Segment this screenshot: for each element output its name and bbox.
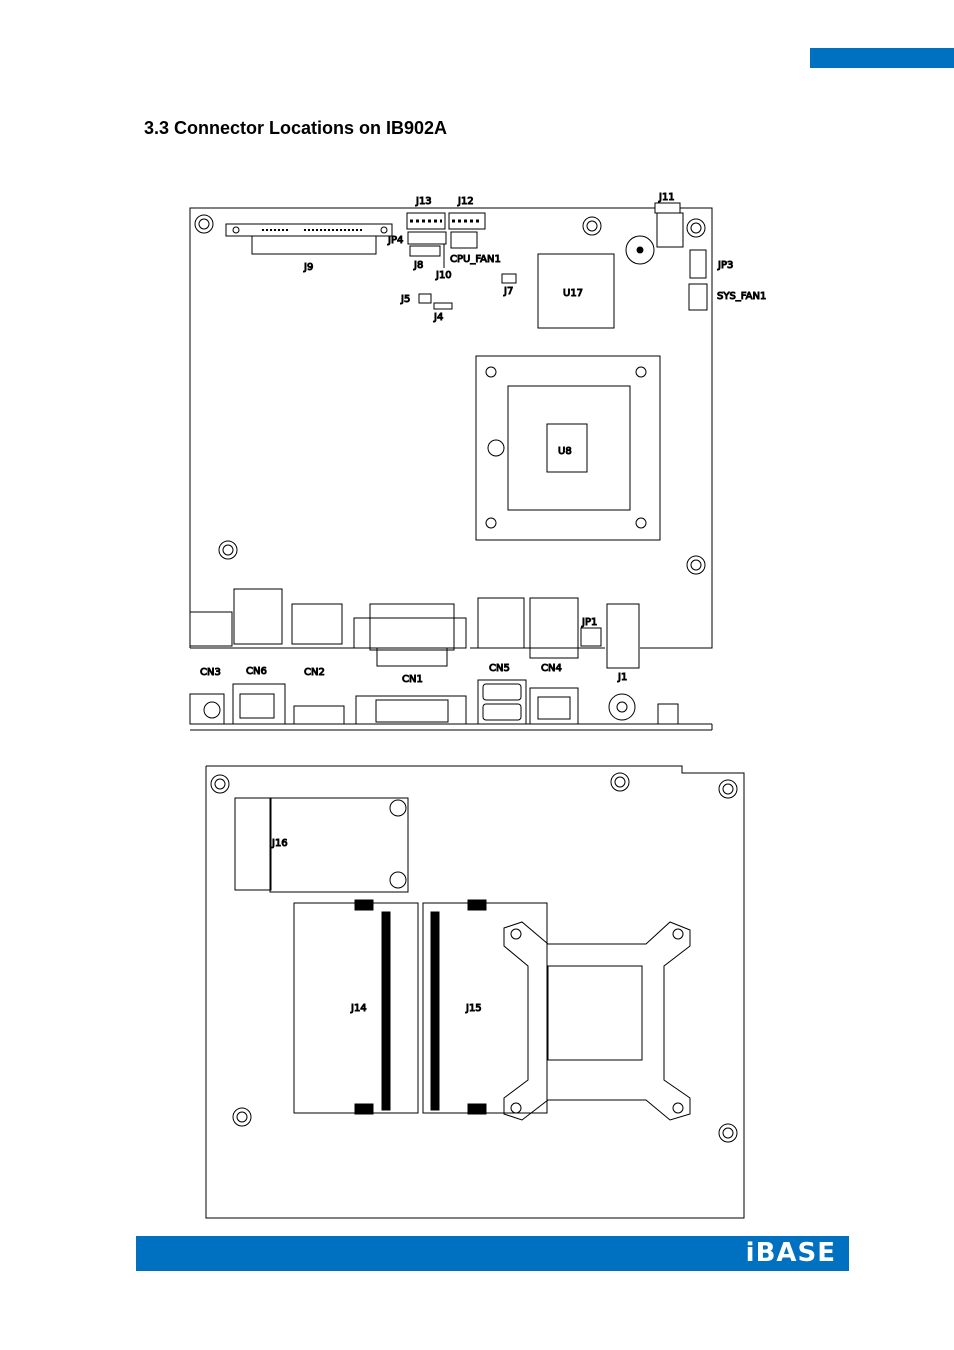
label-j10: J10 xyxy=(435,270,452,281)
io-j1-port xyxy=(608,693,636,721)
label-cn5: CN5 xyxy=(489,663,510,674)
battery-icon xyxy=(625,235,655,265)
io-edge-view xyxy=(189,679,713,731)
io-cn6-port xyxy=(232,683,286,725)
label-j15: J15 xyxy=(465,1003,482,1014)
j15-sodimm-slot xyxy=(422,899,548,1115)
j1-power-jack xyxy=(606,603,640,669)
io-cn2-port xyxy=(293,705,345,725)
section-heading: 3.3 Connector Locations on IB902A xyxy=(144,118,448,138)
mounting-hole xyxy=(210,774,230,794)
j8-connector xyxy=(409,245,441,257)
ibase-logo: iBASE xyxy=(745,1238,836,1268)
label-jp3: JP3 xyxy=(717,260,733,271)
label-j11: J11 xyxy=(658,192,675,203)
io-cn3-port xyxy=(189,693,225,725)
j11-connector xyxy=(654,202,684,248)
label-cn3: CN3 xyxy=(200,667,221,678)
board-top-view: J9 J13 J12 JP4 J8 J10 CPU_FAN1 J11 JP3 S… xyxy=(189,192,767,686)
label-jp4: JP4 xyxy=(387,235,403,246)
sys-fan1-connector xyxy=(688,283,708,311)
mounting-hole xyxy=(718,1123,738,1143)
io-cn5-port xyxy=(477,679,527,725)
board-bottom-view: J16 J14 J15 xyxy=(205,765,745,1219)
u17-chip xyxy=(537,253,615,329)
mounting-hole xyxy=(582,216,602,236)
mounting-hole xyxy=(686,555,706,575)
io-cn1-port xyxy=(355,695,467,725)
mounting-hole xyxy=(686,218,706,238)
jp4-jumper xyxy=(407,231,447,245)
cpu-socket-u8 xyxy=(475,355,661,541)
j12-header xyxy=(448,212,486,230)
j5-jumper xyxy=(418,293,432,304)
label-cpu-fan1: CPU_FAN1 xyxy=(450,254,501,265)
label-cn6: CN6 xyxy=(246,666,267,677)
label-j14: J14 xyxy=(350,1003,367,1014)
label-j12: J12 xyxy=(457,196,474,207)
label-cn4: CN4 xyxy=(541,663,562,674)
label-j4: J4 xyxy=(433,312,443,323)
cn1-connector xyxy=(353,603,467,667)
mounting-hole xyxy=(718,779,738,799)
cpu-backplate xyxy=(503,921,691,1121)
label-cn1: CN1 xyxy=(402,674,423,685)
cn2-connector xyxy=(291,603,343,645)
mounting-hole xyxy=(232,1107,252,1127)
label-cn2: CN2 xyxy=(304,667,325,678)
label-j8: J8 xyxy=(413,260,423,271)
header-accent-bar xyxy=(810,48,954,68)
j9-connector xyxy=(225,223,393,255)
label-j9: J9 xyxy=(303,262,313,273)
cpu-fan1-connector xyxy=(450,231,478,249)
label-u8: U8 xyxy=(558,446,572,457)
label-j7: J7 xyxy=(503,286,513,297)
jp3-jumper xyxy=(689,249,707,279)
jp1-jumper xyxy=(580,627,602,647)
label-u17: U17 xyxy=(563,288,583,299)
j13-header xyxy=(406,212,446,230)
mounting-hole xyxy=(218,540,238,560)
label-j13: J13 xyxy=(415,196,432,207)
cn3-connector xyxy=(189,611,233,647)
io-j11-port xyxy=(657,703,679,725)
label-sys-fan1: SYS_FAN1 xyxy=(717,291,766,302)
label-j5: J5 xyxy=(400,294,410,305)
io-cn4-port xyxy=(529,687,579,725)
mounting-hole xyxy=(194,214,214,234)
mounting-hole xyxy=(610,772,630,792)
label-j1: J1 xyxy=(617,672,627,683)
cn6-connector xyxy=(233,588,283,645)
j4-jumper xyxy=(433,302,453,310)
j16-mini-pcie-slot xyxy=(234,797,409,893)
label-jp1: JP1 xyxy=(581,617,597,628)
j14-sodimm-slot xyxy=(293,899,419,1115)
footer-bar xyxy=(136,1236,849,1271)
cn4-connector xyxy=(529,597,579,659)
label-j16: J16 xyxy=(271,838,288,849)
cn5-connector xyxy=(477,597,525,649)
j7-jumper xyxy=(501,273,517,284)
